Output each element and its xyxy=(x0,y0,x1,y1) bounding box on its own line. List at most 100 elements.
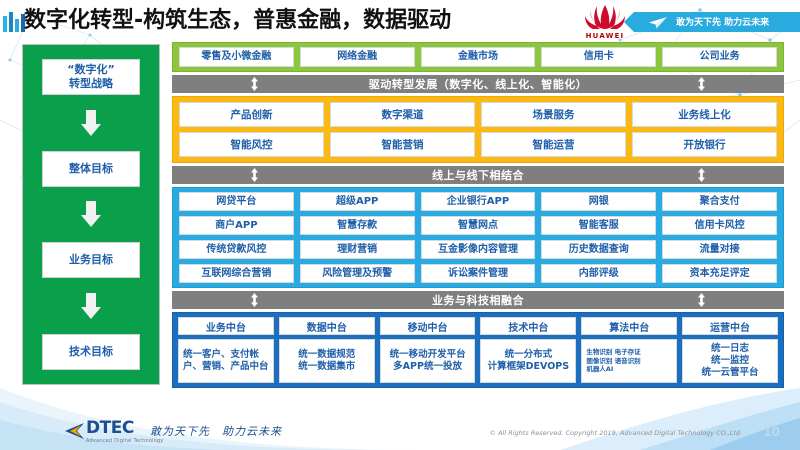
business-line-item[interactable]: 金融市场 xyxy=(420,47,536,67)
down-arrow-icon xyxy=(81,201,101,228)
double-arrow-icon xyxy=(251,293,258,307)
platform-column-algorithm[interactable]: 算法中台 生物识别 电子存证 图像识别 语音识别 机器人AI xyxy=(581,317,678,383)
sidebar-item-technology-goal[interactable]: 技术目标 xyxy=(42,333,140,370)
business-line-item[interactable]: 零售及小微金融 xyxy=(179,47,294,67)
sidebar-item-label: 技术目标 xyxy=(69,344,113,358)
dtec-mark-icon xyxy=(65,423,84,439)
capability-item[interactable]: 业务线上化 xyxy=(632,102,777,127)
application-item[interactable]: 智慧网点 xyxy=(420,216,536,235)
application-item[interactable]: 理财营销 xyxy=(299,240,415,259)
business-line-item[interactable]: 公司业务 xyxy=(662,47,777,67)
connector-label: 驱动转型发展（数字化、线上化、智能化） xyxy=(368,78,588,91)
platform-column-body: 统一分布式 计算框架DEVOPS xyxy=(480,339,577,383)
sidebar-item-strategy[interactable]: “数字化” 转型战略 xyxy=(42,59,140,95)
capability-row: 智能风控 智能营销 智能运营 开放银行 xyxy=(179,132,777,157)
business-line-item[interactable]: 网络金融 xyxy=(299,47,415,67)
platform-band: 业务中台 统一客户、支付帐户、营销、产品中台 数据中台 统一数据规范 统一数据集… xyxy=(172,312,784,388)
platform-column-technology[interactable]: 技术中台 统一分布式 计算框架DEVOPS xyxy=(480,317,577,383)
application-item[interactable]: 智慧存款 xyxy=(299,216,415,235)
connector-label: 线上与线下相结合 xyxy=(432,169,524,182)
platform-column-title: 移动中台 xyxy=(379,317,476,335)
connector-label: 业务与科技相融合 xyxy=(432,294,524,307)
application-item[interactable]: 聚合支付 xyxy=(662,192,777,211)
application-item[interactable]: 历史数据查询 xyxy=(541,240,657,259)
platform-column-title: 算法中台 xyxy=(581,317,678,335)
application-item[interactable]: 超级APP xyxy=(299,192,415,211)
platform-column-title: 数据中台 xyxy=(278,317,375,335)
capability-item[interactable]: 数字渠道 xyxy=(330,102,475,127)
application-row: 商户APP 智慧存款 智慧网点 智能客服 信用卡风控 xyxy=(179,216,777,235)
double-arrow-icon xyxy=(251,168,258,182)
page-number: 10 xyxy=(763,425,780,439)
strategy-sidebar: “数字化” 转型战略 整体目标 业务目标 技术目标 xyxy=(22,44,160,385)
application-row: 互联网综合营销 风险管理及预警 诉讼案件管理 内部评级 资本充足评定 xyxy=(179,264,777,283)
page-header: 数字化转型-构筑生态，普惠金融，数据驱动 HUAWEI 敢为天下先 助力云未来 xyxy=(0,0,800,42)
application-item[interactable]: 企业银行APP xyxy=(420,192,536,211)
layers-column: 零售及小微金融 网络金融 金融市场 信用卡 公司业务 驱动转型发展（数字化、线上… xyxy=(172,42,784,388)
business-line-row: 零售及小微金融 网络金融 金融市场 信用卡 公司业务 xyxy=(179,47,777,67)
platform-column-body: 统一日志 统一监控 统一云管平台 xyxy=(682,339,778,383)
capability-band: 产品创新 数字渠道 场景服务 业务线上化 智能风控 智能营销 智能运营 开放银行 xyxy=(172,96,784,163)
application-item[interactable]: 信用卡风控 xyxy=(662,216,777,235)
application-item[interactable]: 诉讼案件管理 xyxy=(420,264,536,283)
application-band: 网贷平台 超级APP 企业银行APP 网银 聚合支付 商户APP 智慧存款 智慧… xyxy=(172,187,784,288)
ribbon-slogan: 敢为天下先 助力云未来 xyxy=(676,18,770,28)
sidebar-item-label: 业务目标 xyxy=(69,253,113,267)
capability-item[interactable]: 产品创新 xyxy=(179,102,324,127)
platform-column-body: 统一数据规范 统一数据集市 xyxy=(278,339,375,383)
application-item[interactable]: 流量对接 xyxy=(662,240,777,259)
connector-bar-drive: 驱动转型发展（数字化、线上化、智能化） xyxy=(172,75,784,93)
slogan-ribbon: 敢为天下先 助力云未来 xyxy=(624,12,800,32)
application-item[interactable]: 智能客服 xyxy=(541,216,657,235)
double-arrow-icon xyxy=(251,77,258,91)
huawei-wordmark: HUAWEI xyxy=(585,32,625,40)
double-arrow-icon xyxy=(698,168,705,182)
connector-bar-biz-tech: 业务与科技相融合 xyxy=(172,291,784,309)
platform-grid: 业务中台 统一客户、支付帐户、营销、产品中台 数据中台 统一数据规范 统一数据集… xyxy=(178,317,778,383)
capability-item[interactable]: 场景服务 xyxy=(481,102,626,127)
platform-column-title: 业务中台 xyxy=(178,317,274,335)
double-arrow-icon xyxy=(698,77,705,91)
application-row: 网贷平台 超级APP 企业银行APP 网银 聚合支付 xyxy=(179,192,777,211)
application-item[interactable]: 互联网综合营销 xyxy=(179,264,294,283)
application-item[interactable]: 网贷平台 xyxy=(179,192,294,211)
business-line-item[interactable]: 信用卡 xyxy=(541,47,657,67)
connector-bar-online-offline: 线上与线下相结合 xyxy=(172,166,784,184)
platform-column-mobile[interactable]: 移动中台 统一移动开发平台 多APP统一投放 xyxy=(379,317,476,383)
capability-item[interactable]: 智能运营 xyxy=(481,132,626,157)
diagram-canvas: “数字化” 转型战略 整体目标 业务目标 技术目标 零售及小微金融 网络金融 金… xyxy=(0,42,800,412)
application-item[interactable]: 资本充足评定 xyxy=(662,264,777,283)
platform-column-operations[interactable]: 运营中台 统一日志 统一监控 统一云管平台 xyxy=(682,317,778,383)
application-item[interactable]: 互金影像内容管理 xyxy=(420,240,536,259)
sidebar-item-label: “数字化” 转型战略 xyxy=(67,63,115,90)
down-arrow-icon xyxy=(81,293,101,320)
capability-item[interactable]: 开放银行 xyxy=(632,132,777,157)
application-row: 传统贷款风控 理财营销 互金影像内容管理 历史数据查询 流量对接 xyxy=(179,240,777,259)
copyright-text: © All Rights Reserved. Copyright 2019, A… xyxy=(489,429,740,437)
platform-column-body: 生物识别 电子存证 图像识别 语音识别 机器人AI xyxy=(581,339,678,383)
header-accent-bars xyxy=(3,12,25,32)
platform-column-body: 统一移动开发平台 多APP统一投放 xyxy=(379,339,476,383)
capability-row: 产品创新 数字渠道 场景服务 业务线上化 xyxy=(179,102,777,127)
business-line-band: 零售及小微金融 网络金融 金融市场 信用卡 公司业务 xyxy=(172,42,784,72)
platform-column-data[interactable]: 数据中台 统一数据规范 统一数据集市 xyxy=(278,317,375,383)
footer-slogan: 敢为天下先 助力云未来 xyxy=(150,425,282,438)
page-title: 数字化转型-构筑生态，普惠金融，数据驱动 xyxy=(24,8,452,33)
down-arrow-icon xyxy=(81,109,101,136)
platform-column-title: 技术中台 xyxy=(480,317,577,335)
application-item[interactable]: 风险管理及预警 xyxy=(299,264,415,283)
paper-plane-icon xyxy=(649,17,667,29)
platform-column-body: 统一客户、支付帐户、营销、产品中台 xyxy=(178,339,274,383)
double-arrow-icon xyxy=(698,293,705,307)
capability-item[interactable]: 智能风控 xyxy=(179,132,324,157)
application-item[interactable]: 传统贷款风控 xyxy=(179,240,294,259)
platform-column-business[interactable]: 业务中台 统一客户、支付帐户、营销、产品中台 xyxy=(178,317,274,383)
sidebar-item-business-goal[interactable]: 业务目标 xyxy=(42,242,140,279)
application-item[interactable]: 网银 xyxy=(541,192,657,211)
application-item[interactable]: 商户APP xyxy=(179,216,294,235)
platform-column-title: 运营中台 xyxy=(682,317,778,335)
application-item[interactable]: 内部评级 xyxy=(541,264,657,283)
page-footer: DTEC Advanced Digital Technology 敢为天下先 助… xyxy=(0,412,800,450)
capability-item[interactable]: 智能营销 xyxy=(330,132,475,157)
sidebar-item-overall-goal[interactable]: 整体目标 xyxy=(42,150,140,187)
